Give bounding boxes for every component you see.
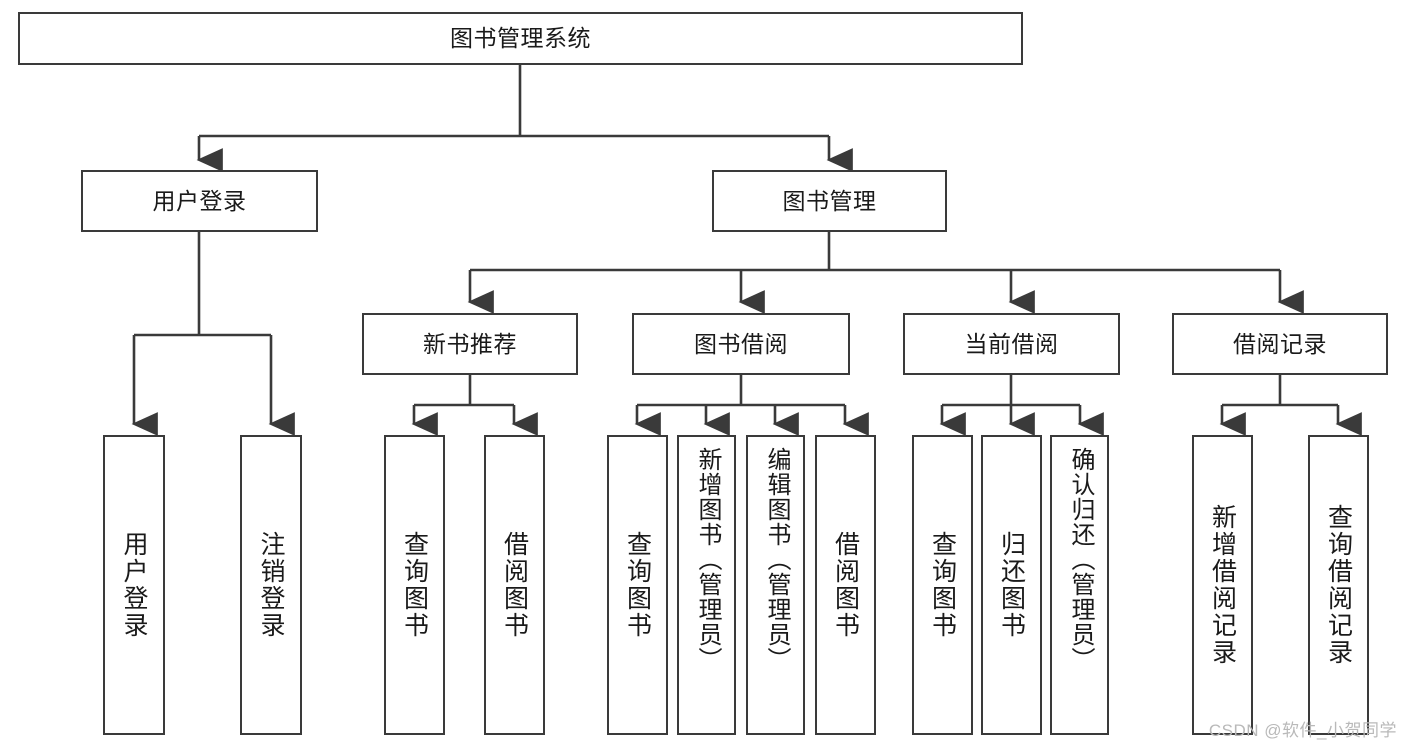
node-leaf-edit-book-label: 编辑图书（管理员） [762, 447, 790, 672]
watermark-text: CSDN @软件_小贺同学 [1208, 721, 1397, 740]
node-book-borrow[interactable]: 图书借阅 [632, 313, 850, 375]
node-leaf-confirm-return[interactable]: 确认归还（管理员） [1050, 435, 1109, 735]
node-leaf-edit-book[interactable]: 编辑图书（管理员） [746, 435, 805, 735]
node-borrow-record[interactable]: 借阅记录 [1172, 313, 1388, 375]
node-leaf-logout[interactable]: 注销登录 [240, 435, 302, 735]
node-user-login-label: 用户登录 [152, 187, 247, 214]
node-new-book-rec-label: 新书推荐 [423, 330, 517, 357]
node-leaf-confirm-return-label: 确认归还（管理员） [1066, 447, 1094, 672]
node-book-borrow-label: 图书借阅 [694, 330, 788, 357]
node-current-borrow-label: 当前借阅 [964, 330, 1059, 357]
node-leaf-add-record[interactable]: 新增借阅记录 [1192, 435, 1253, 735]
node-leaf-add-book[interactable]: 新增图书（管理员） [677, 435, 736, 735]
node-book-manage[interactable]: 图书管理 [712, 170, 947, 232]
node-leaf-return-book-label: 归还图书 [997, 531, 1026, 639]
node-leaf-return-book[interactable]: 归还图书 [981, 435, 1042, 735]
node-leaf-query-book-1-label: 查询图书 [400, 531, 429, 639]
node-leaf-query-book-2[interactable]: 查询图书 [607, 435, 668, 735]
node-leaf-user-login[interactable]: 用户登录 [103, 435, 165, 735]
node-leaf-user-login-label: 用户登录 [120, 531, 148, 639]
node-leaf-query-book-1[interactable]: 查询图书 [384, 435, 445, 735]
node-leaf-borrow-book-2[interactable]: 借阅图书 [815, 435, 876, 735]
node-current-borrow[interactable]: 当前借阅 [903, 313, 1120, 375]
node-leaf-query-record[interactable]: 查询借阅记录 [1308, 435, 1369, 735]
node-book-manage-label: 图书管理 [782, 187, 877, 214]
node-leaf-borrow-book-2-label: 借阅图书 [831, 531, 860, 639]
node-borrow-record-label: 借阅记录 [1233, 330, 1327, 357]
node-root[interactable]: 图书管理系统 [18, 12, 1023, 65]
node-leaf-query-book-3[interactable]: 查询图书 [912, 435, 973, 735]
node-new-book-rec[interactable]: 新书推荐 [362, 313, 578, 375]
node-leaf-add-record-label: 新增借阅记录 [1208, 504, 1237, 666]
node-leaf-logout-label: 注销登录 [257, 531, 285, 639]
node-leaf-query-record-label: 查询借阅记录 [1324, 504, 1353, 666]
node-leaf-borrow-book-1[interactable]: 借阅图书 [484, 435, 545, 735]
node-leaf-query-book-2-label: 查询图书 [623, 531, 652, 639]
node-leaf-borrow-book-1-label: 借阅图书 [500, 531, 529, 639]
node-root-label: 图书管理系统 [450, 25, 591, 51]
node-user-login[interactable]: 用户登录 [81, 170, 318, 232]
node-leaf-add-book-label: 新增图书（管理员） [693, 447, 721, 672]
node-leaf-query-book-3-label: 查询图书 [928, 531, 957, 639]
